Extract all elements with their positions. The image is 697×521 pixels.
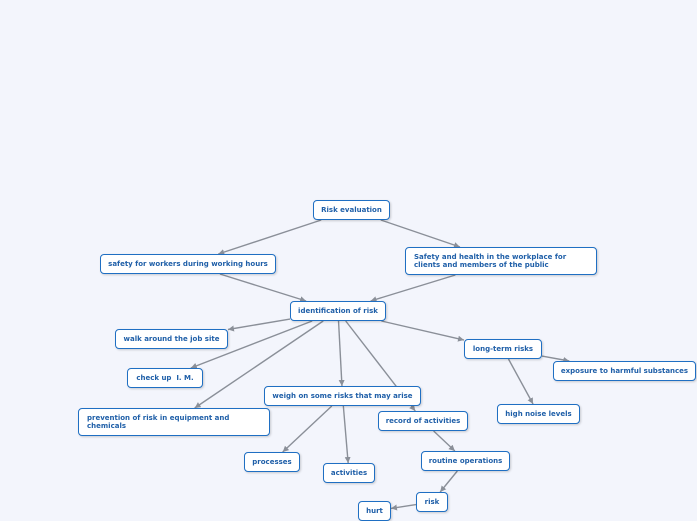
node-walk-around-job-site[interactable]: walk around the job site [115, 329, 228, 349]
edge-identification-to-weigh_risks [337, 320, 345, 387]
node-label: identification of risk [298, 307, 378, 315]
node-label: check up I. M. [136, 374, 194, 382]
edge-long_term-to-high_noise [507, 358, 534, 405]
node-hurt[interactable]: hurt [358, 501, 391, 521]
node-exposure-harmful-substances[interactable]: exposure to harmful substances [553, 361, 696, 381]
edge-identification-to-long_term [381, 320, 465, 342]
edge-identification-to-check_up [190, 320, 313, 369]
node-check-up[interactable]: check up I. M. [127, 368, 203, 388]
node-label: activities [330, 469, 368, 477]
edge-identification-to-walk_around [227, 318, 291, 332]
edge-long_term-to-exposure [541, 355, 570, 363]
node-label: prevention of risk in equipment and chem… [87, 414, 230, 430]
node-label: high noise levels [505, 410, 572, 418]
node-label: exposure to harmful substances [560, 367, 689, 375]
edge-risk-to-hurt [390, 503, 417, 511]
node-weigh-on-risks[interactable]: weigh on some risks that may arise [264, 386, 421, 406]
node-label: processes [252, 458, 292, 466]
node-record-of-activities[interactable]: record of activities [378, 411, 468, 431]
edge-record-to-routine [433, 430, 456, 452]
node-processes[interactable]: processes [244, 452, 300, 472]
node-label: long-term risks [472, 345, 534, 353]
node-label: routine operations [428, 457, 503, 465]
node-label: Safety and health in the workplace for c… [414, 253, 567, 269]
node-routine-operations[interactable]: routine operations [421, 451, 510, 471]
node-safety-health-public[interactable]: Safety and health in the workplace for c… [405, 247, 597, 275]
edge-safety_workers-to-identification [219, 273, 307, 303]
node-identification-of-risk[interactable]: identification of risk [290, 301, 386, 321]
edge-identification-to-prevention [194, 320, 324, 409]
node-label: hurt [366, 507, 383, 515]
node-risk-evaluation[interactable]: Risk evaluation [313, 200, 390, 220]
node-label: safety for workers during working hours [108, 260, 268, 268]
node-label: record of activities [385, 417, 461, 425]
edge-weigh_risks-to-activities [342, 405, 351, 464]
edge-weigh_risks-to-processes [282, 405, 333, 453]
node-risk[interactable]: risk [416, 492, 448, 512]
node-high-noise-levels[interactable]: high noise levels [497, 404, 580, 424]
node-label: walk around the job site [123, 335, 220, 343]
node-prevention-of-risk[interactable]: prevention of risk in equipment and chem… [78, 408, 270, 436]
node-label: Risk evaluation [321, 206, 382, 214]
edge-risk_evaluation-to-safety_health_public [380, 219, 461, 248]
edge-routine-to-risk [439, 470, 458, 493]
node-activities[interactable]: activities [323, 463, 375, 483]
node-safety-for-workers[interactable]: safety for workers during working hours [100, 254, 276, 274]
node-long-term-risks[interactable]: long-term risks [464, 339, 542, 359]
node-label: weigh on some risks that may arise [272, 392, 413, 400]
edge-safety_health_public-to-identification [370, 274, 456, 303]
edge-risk_evaluation-to-safety_workers [218, 219, 322, 255]
node-label: risk [424, 498, 440, 506]
